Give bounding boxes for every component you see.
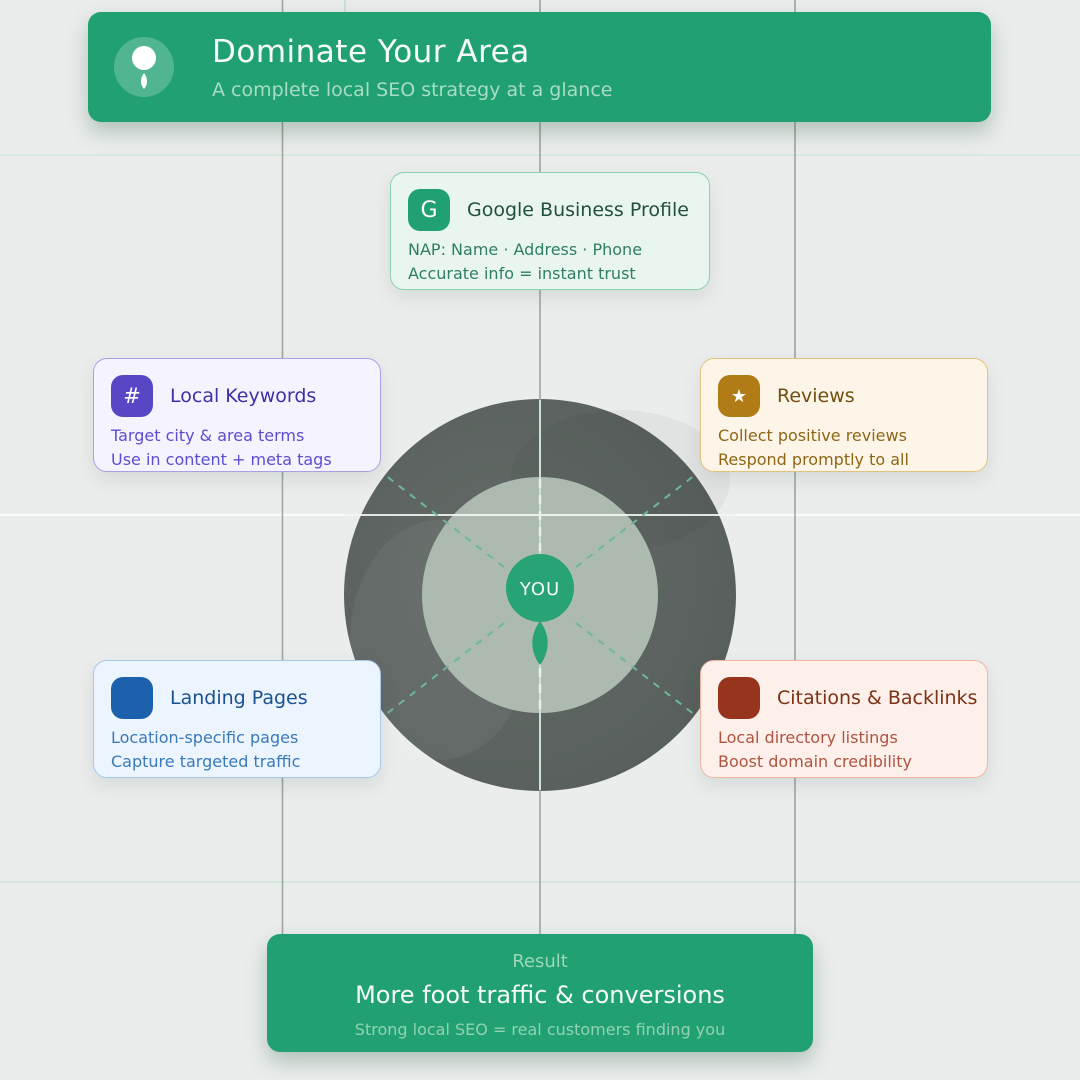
card-body: NAP: Name · Address · Phone Accurate inf… [408, 238, 695, 285]
hashtag-icon: # [111, 375, 153, 417]
card-title: Google Business Profile [467, 199, 689, 221]
you-pin-circle [506, 554, 574, 622]
result-banner: Result More foot traffic & conversions S… [267, 934, 813, 1052]
card-body: Local directory listings Boost domain cr… [718, 726, 973, 773]
card-body: Target city & area terms Use in content … [111, 424, 366, 471]
card-head: Landing Pages [111, 677, 366, 719]
card-line: NAP: Name · Address · Phone [408, 240, 643, 259]
location-pin-icon [114, 37, 174, 97]
card-title: Local Keywords [170, 385, 317, 407]
card-title: Citations & Backlinks [777, 687, 978, 709]
card-title: Reviews [777, 385, 855, 407]
result-label: Result [512, 951, 568, 972]
you-label: YOU [519, 579, 560, 600]
card-title: Landing Pages [170, 687, 308, 709]
card-head: ★ Reviews [718, 375, 973, 417]
page-subtitle: A complete local SEO strategy at a glanc… [212, 78, 613, 101]
card-head: # Local Keywords [111, 375, 366, 417]
card-local-keywords: # Local Keywords Target city & area term… [93, 358, 381, 472]
you-pin-tail [532, 621, 548, 665]
star-icon: ★ [718, 375, 760, 417]
card-line: Collect positive reviews [718, 426, 907, 445]
page-title: Dominate Your Area [212, 33, 530, 70]
card-line: Boost domain credibility [718, 751, 912, 771]
card-line: Capture targeted traffic [111, 751, 301, 771]
card-line: Local directory listings [718, 728, 898, 747]
card-head: G Google Business Profile [408, 189, 695, 231]
header-banner: Dominate Your Area A complete local SEO … [88, 12, 991, 122]
card-landing-pages: Landing Pages Location-specific pages Ca… [93, 660, 381, 778]
card-line: Target city & area terms [111, 426, 305, 445]
dashed-radials [384, 474, 696, 716]
link-icon [718, 677, 760, 719]
card-head: Citations & Backlinks [718, 677, 977, 719]
card-line: Accurate info = instant trust [408, 263, 636, 283]
card-line: Use in content + meta tags [111, 449, 332, 469]
card-reviews: ★ Reviews Collect positive reviews Respo… [700, 358, 988, 472]
header-text: Dominate Your Area A complete local SEO … [212, 34, 612, 101]
card-google-business-profile: G Google Business Profile NAP: Name · Ad… [390, 172, 710, 290]
page-icon [111, 677, 153, 719]
card-body: Location-specific pages Capture targeted… [111, 726, 366, 773]
result-title: More foot traffic & conversions [355, 981, 725, 1009]
card-line: Location-specific pages [111, 728, 299, 747]
card-line: Respond promptly to all [718, 449, 909, 469]
result-subtitle: Strong local SEO = real customers findin… [354, 1020, 726, 1039]
card-citations-backlinks: Citations & Backlinks Local directory li… [700, 660, 988, 778]
location-pin-glyph [132, 46, 156, 89]
card-body: Collect positive reviews Respond promptl… [718, 424, 973, 471]
google-g-icon: G [408, 189, 450, 231]
